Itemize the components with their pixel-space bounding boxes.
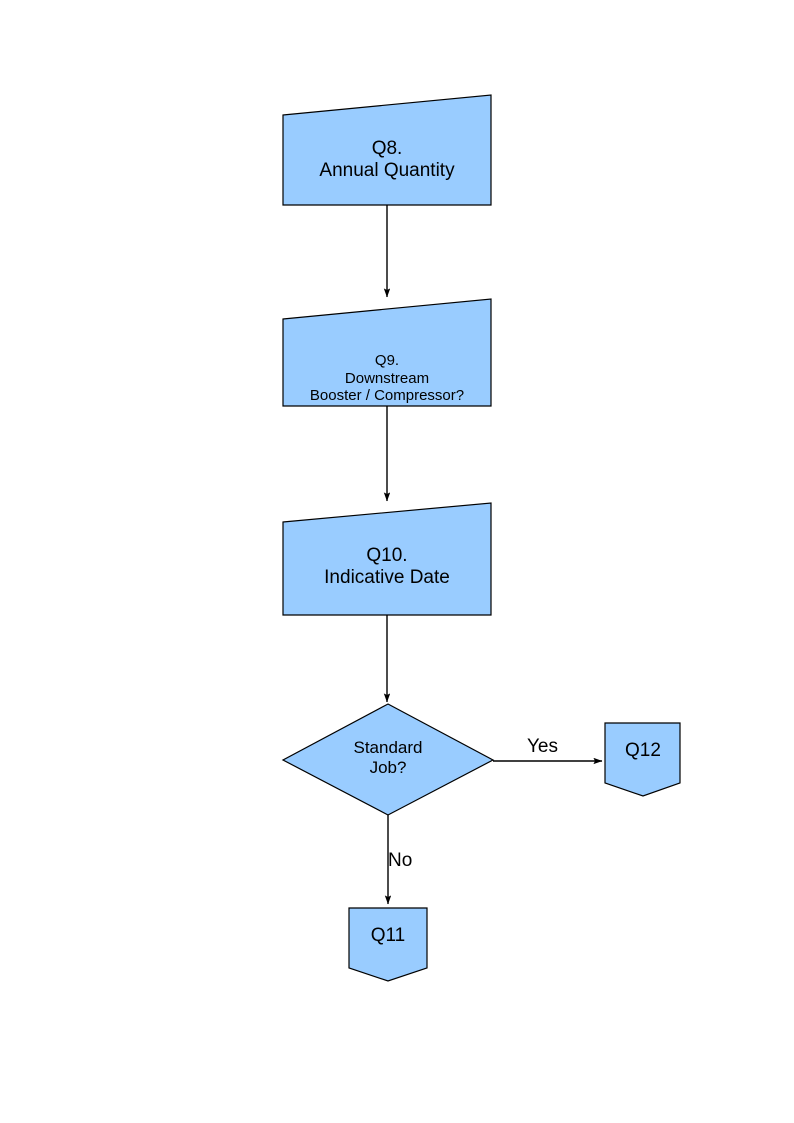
edge-label-no: No — [388, 850, 413, 871]
node-q10[interactable] — [282, 502, 492, 616]
node-decision-standard-job[interactable] — [281, 703, 495, 816]
node-q8[interactable] — [282, 94, 492, 206]
node-q12[interactable] — [604, 722, 681, 797]
edge-label-yes: Yes — [527, 736, 558, 757]
node-q9[interactable] — [282, 298, 492, 407]
node-q11[interactable] — [348, 907, 428, 982]
